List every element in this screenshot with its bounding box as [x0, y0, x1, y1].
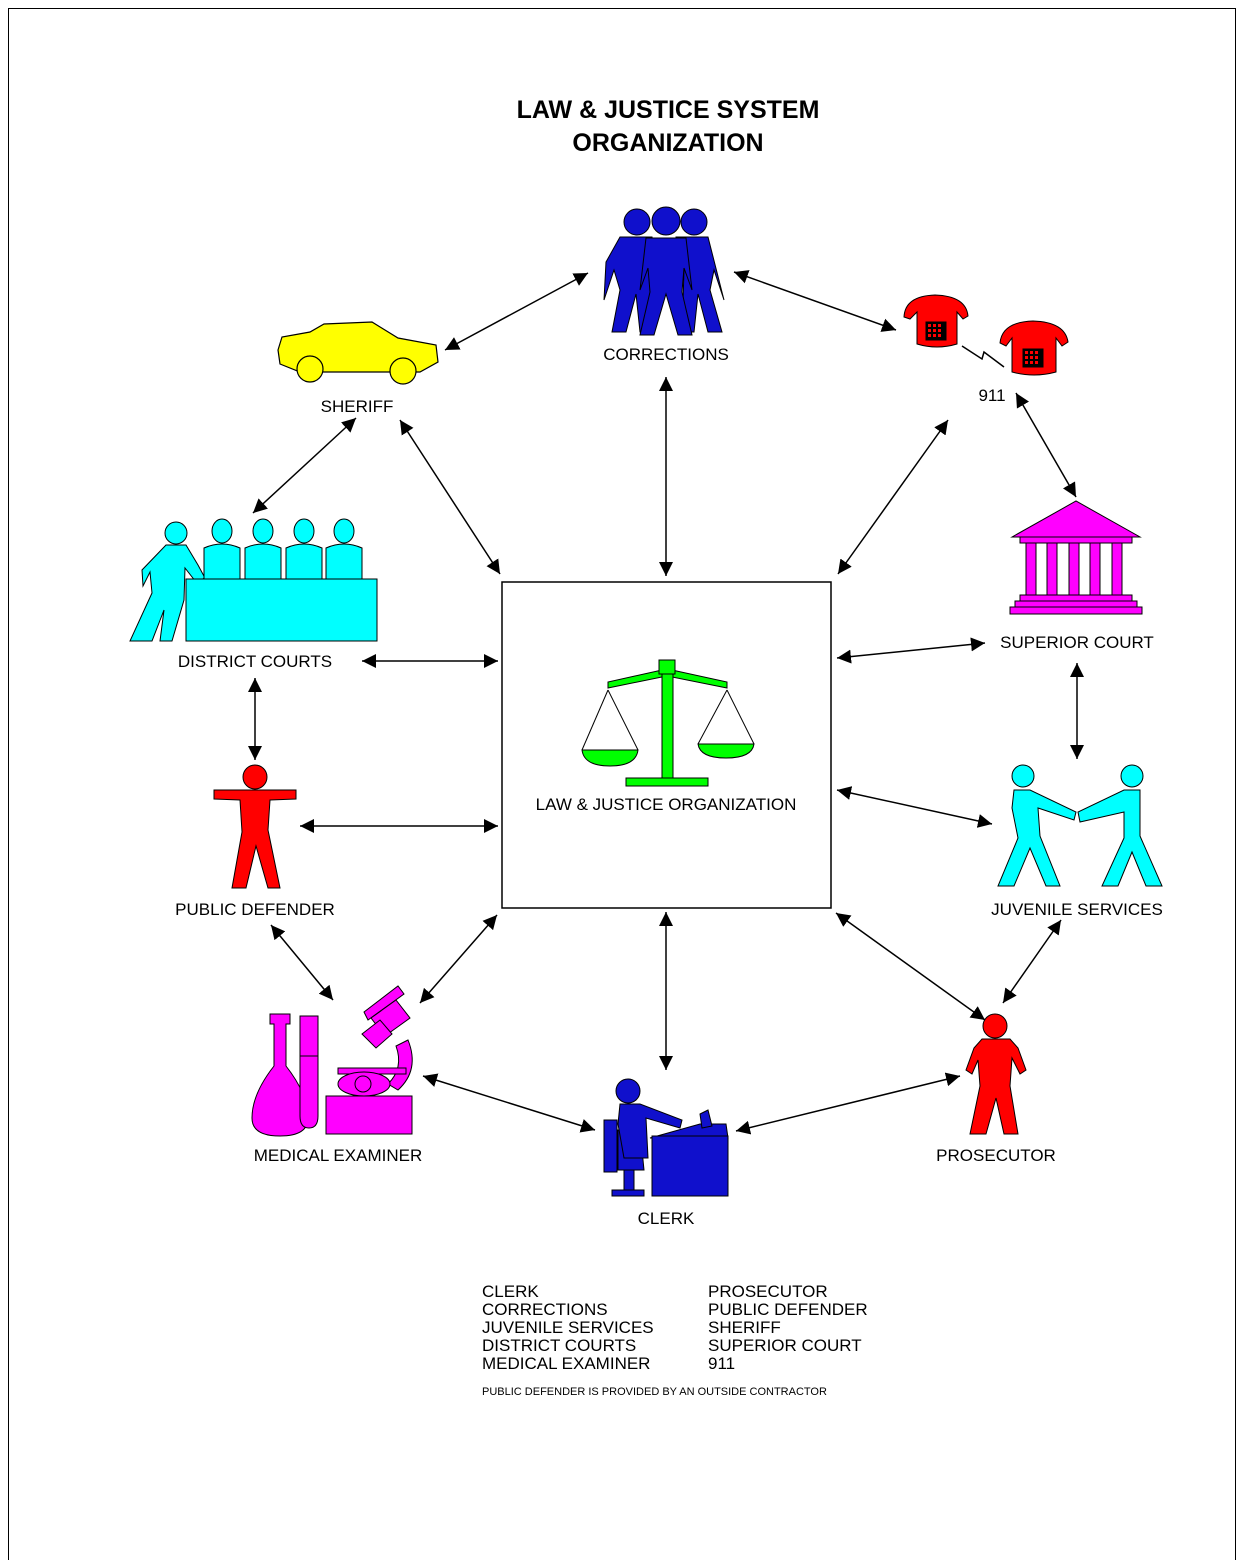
public-defender-label: PUBLIC DEFENDER [175, 900, 335, 919]
connector-sheriff-center [399, 419, 501, 575]
legend-item: JUVENILE SERVICES [482, 1318, 654, 1337]
connector-center-medical [419, 914, 498, 1004]
telephones-icon [903, 294, 1069, 376]
connector-911-center [837, 419, 949, 575]
connector-defender-medical [270, 924, 334, 1001]
person-icon-prosecutor [965, 1013, 1027, 1135]
legend-item: PUBLIC DEFENDER [708, 1300, 868, 1319]
prosecutor-label: PROSECUTOR [936, 1146, 1056, 1165]
legend-item: CORRECTIONS [482, 1300, 608, 1319]
group-of-people-icon [603, 206, 725, 336]
connector-sheriff-district [252, 417, 357, 514]
connector-center-prosecutor [835, 912, 986, 1021]
legend: CLERK PROSECUTOR CORRECTIONS PUBLIC DEFE… [482, 1283, 968, 1373]
two-people-icon [997, 764, 1163, 887]
diagram-title: LAW & JUSTICE SYSTEM ORGANIZATION [418, 94, 918, 160]
person-icon-public-defender [213, 764, 297, 889]
legend-item: MEDICAL EXAMINER [482, 1354, 651, 1373]
juvenile-services-label: JUVENILE SERVICES [991, 900, 1163, 919]
corrections-label: CORRECTIONS [603, 345, 729, 364]
page-frame [8, 8, 1236, 1560]
center-label: LAW & JUSTICE ORGANIZATION [535, 795, 797, 814]
footnote: PUBLIC DEFENDER IS PROVIDED BY AN OUTSID… [482, 1386, 827, 1398]
legend-item: CLERK [482, 1282, 539, 1301]
legend-item: DISTRICT COURTS [482, 1336, 637, 1355]
lab-microscope-icon [251, 985, 413, 1137]
scales-of-justice-icon [581, 659, 755, 787]
legend-item: SUPERIOR COURT [708, 1336, 862, 1355]
nine-one-one-label: 911 [978, 386, 1006, 405]
sheriff-label: SHERIFF [320, 397, 394, 416]
clerk-label: CLERK [637, 1209, 695, 1228]
connector-clerk-prosecutor [735, 1072, 961, 1135]
connectors [248, 270, 1084, 1135]
connector-superior-center [836, 637, 986, 664]
legend-item: 911 [708, 1354, 736, 1373]
legend-item: SHERIFF [708, 1318, 781, 1337]
connector-medical-clerk [422, 1073, 596, 1133]
jury-bench-icon [129, 518, 378, 642]
title-line-1: LAW & JUSTICE SYSTEM [516, 96, 820, 124]
courthouse-icon [1009, 500, 1143, 615]
legend-item: PROSECUTOR [708, 1282, 828, 1301]
connector-911-superior [1015, 392, 1077, 498]
car-icon [277, 321, 439, 385]
connector-sheriff-corrections [444, 272, 589, 351]
clerk-at-desk-icon [603, 1078, 729, 1197]
medical-examiner-label: MEDICAL EXAMINER [253, 1146, 423, 1165]
title-line-2: ORGANIZATION [572, 129, 764, 157]
district-courts-label: DISTRICT COURTS [177, 652, 333, 671]
connector-juvenile-center [836, 786, 993, 828]
superior-court-label: SUPERIOR COURT [1000, 633, 1154, 652]
connector-corrections-911 [733, 270, 897, 332]
connector-juvenile-prosecutor [1002, 919, 1062, 1004]
